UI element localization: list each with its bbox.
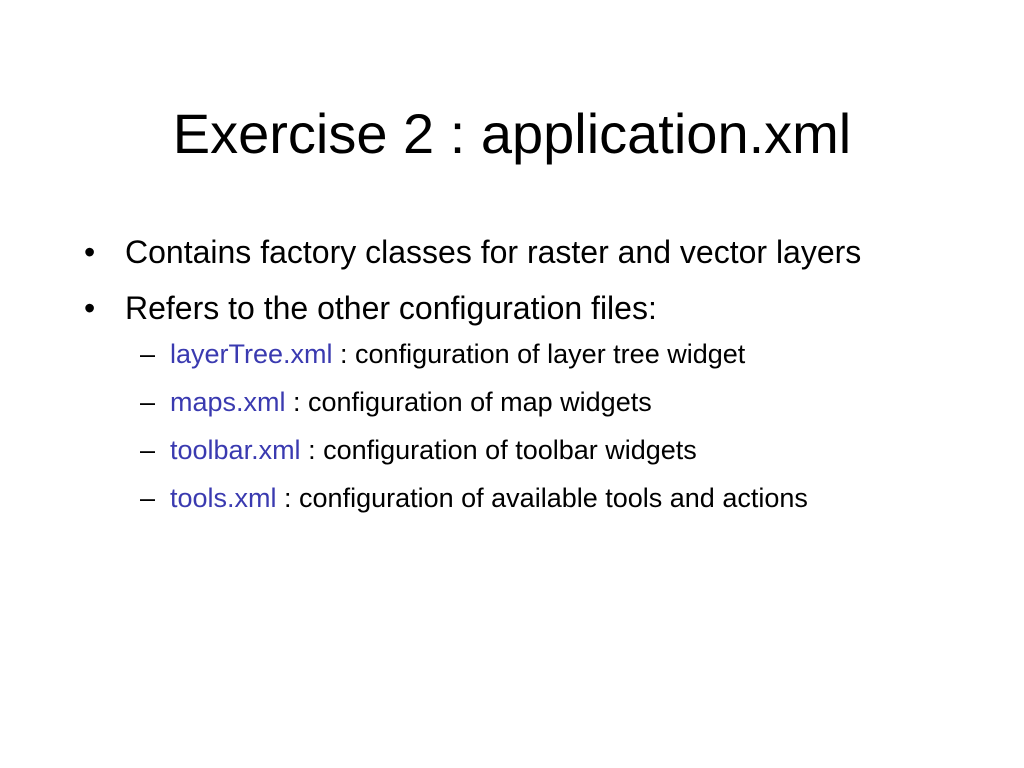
dash-marker: – [140,435,156,465]
slide-title: Exercise 2 : application.xml [172,102,852,165]
dash-marker: – [140,387,156,417]
bullet-item: • Contains factory classes for raster an… [84,230,954,274]
file-description: : configuration of available tools and a… [276,483,808,513]
sub-bullet-item: – toolbar.xml : configuration of toolbar… [84,432,954,469]
bullet-text: Refers to the other configuration files: [125,290,657,326]
sub-bullet-item: – tools.xml : configuration of available… [84,480,954,517]
file-name: toolbar.xml [170,435,301,465]
bullet-text: Contains factory classes for raster and … [125,234,862,270]
bullet-marker: • [84,234,96,270]
sub-bullet-list: – layerTree.xml : configuration of layer… [84,336,954,517]
bullet-item: • Refers to the other configuration file… [84,286,954,330]
file-description: : configuration of map widgets [285,387,652,417]
dash-marker: – [140,483,156,513]
file-name: tools.xml [170,483,277,513]
sub-bullet-item: – maps.xml : configuration of map widget… [84,384,954,421]
dash-marker: – [140,339,156,369]
file-description: : configuration of layer tree widget [332,339,746,369]
file-name: maps.xml [170,387,286,417]
bullet-marker: • [84,290,96,326]
sub-bullet-item: – layerTree.xml : configuration of layer… [84,336,954,373]
file-name: layerTree.xml [170,339,333,369]
file-description: : configuration of toolbar widgets [300,435,697,465]
slide-body: • Contains factory classes for raster an… [84,230,954,528]
